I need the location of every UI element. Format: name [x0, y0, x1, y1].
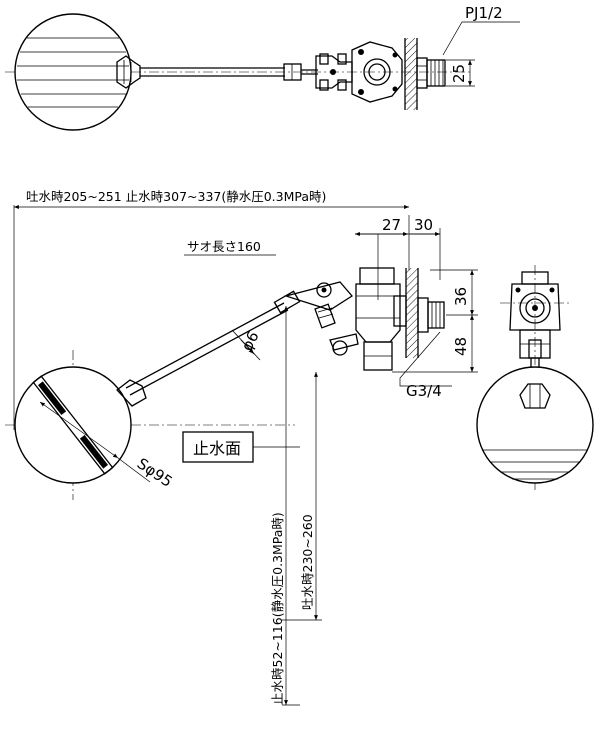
thread-top-label: PJ1/2	[465, 4, 503, 22]
thread-bottom-label: G3/4	[406, 382, 442, 400]
front-view	[476, 265, 594, 490]
rod-diameter-label: φ6	[238, 328, 263, 354]
dim-36-label: 36	[452, 287, 470, 306]
vertical-discharge-label: 吐水時230~260	[300, 514, 315, 610]
top-float-ball	[14, 13, 132, 131]
dim-30-label: 30	[414, 216, 433, 234]
dim-27-label: 27	[382, 216, 401, 234]
top-dimension-label: 吐水時205~251 止水時307~337(静水圧0.3MPa時)	[26, 189, 326, 204]
side-float-ball	[14, 366, 132, 484]
top-view: 25 PJ1/2	[5, 4, 520, 131]
side-view: 吐水時205~251 止水時307~337(静水圧0.3MPa時) 27 30 …	[5, 189, 478, 706]
dim-25-label: 25	[450, 64, 468, 83]
water-stop-level-label: 止水面	[193, 439, 241, 458]
dim-48-label: 48	[452, 337, 470, 356]
ball-diameter-label: Sφ95	[134, 454, 176, 490]
vertical-stop-label: 止水時52~116(静水圧0.3MPa時)	[270, 512, 285, 705]
rod-length-label: サオ長さ160	[187, 239, 261, 254]
